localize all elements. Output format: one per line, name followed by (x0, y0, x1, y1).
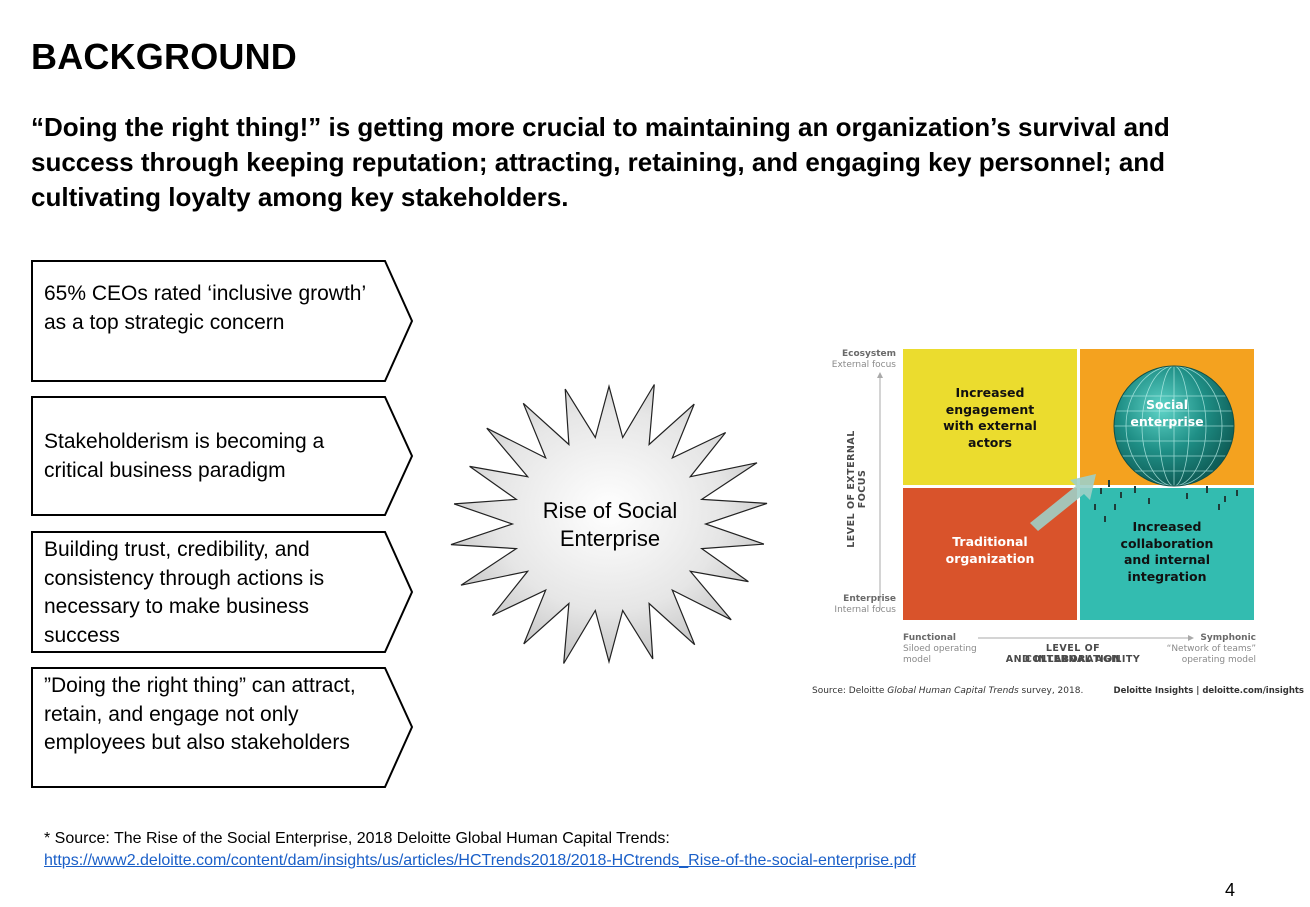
starburst-shape (450, 383, 768, 665)
matrix-source-suffix: survey, 2018. (1018, 686, 1084, 696)
point-text-4: ”Doing the right thing” can attract, ret… (44, 674, 356, 754)
quadrant-label-bottom-left: Traditional organization (945, 534, 1035, 566)
slide-title: BACKGROUND (31, 36, 297, 77)
x-axis-title-2: AND INTERNAL AGILITY (1005, 654, 1141, 665)
x-axis-arrowhead (1188, 635, 1194, 641)
matrix-source: Source: Deloitte Global Human Capital Tr… (812, 686, 1083, 696)
y-top-label: Ecosystem (841, 349, 896, 359)
matrix-brand: Deloitte Insights | deloitte.com/insight… (1113, 686, 1304, 696)
x-left-sublabel-2: model (903, 655, 932, 665)
quadrant-label-top-left: Increased engagement with external actor… (943, 385, 1037, 450)
quadrant-label-top-right: Social enterprise (1130, 397, 1204, 429)
y-axis-arrowhead (877, 372, 883, 378)
pentagon-arrow-shape (31, 667, 414, 788)
y-bottom-label: Enterprise (843, 594, 896, 604)
x-left-sublabel-1: Siloed operating (903, 644, 977, 654)
burst-label: Rise of Social Enterprise (542, 498, 678, 551)
x-axis-title-1: LEVEL OF COLLABORATION (1024, 643, 1122, 665)
quadrant-top-left (903, 349, 1077, 485)
y-axis-title: LEVEL OF EXTERNAL FOCUS (846, 430, 868, 548)
footnote-text: * Source: The Rise of the Social Enterpr… (44, 830, 670, 847)
point-box-4: ”Doing the right thing” can attract, ret… (31, 667, 415, 788)
social-enterprise-matrix: Increased engagement with external actor… (808, 340, 1308, 710)
slide-subtitle: “Doing the right thing!” is getting more… (31, 112, 1170, 212)
x-right-sublabel-2: operating model (1181, 655, 1256, 665)
point-text-2: Stakeholderism is becoming a critical bu… (44, 430, 325, 482)
x-right-sublabel-1: “Network of teams” (1166, 644, 1256, 654)
point-box-3: Building trust, credibility, and consist… (31, 531, 415, 653)
pentagon-arrow-shape (31, 531, 414, 653)
transition-arrow (1030, 474, 1096, 531)
point-box-1: 65% CEOs rated ‘inclusive growth’ as a t… (31, 260, 415, 382)
y-top-sublabel: External focus (831, 360, 896, 370)
quadrant-bottom-right (1080, 488, 1254, 620)
people-figures (1094, 480, 1238, 522)
page-number: 4 (1225, 880, 1236, 900)
point-text-1: 65% CEOs rated ‘inclusive growth’ as a t… (44, 282, 366, 334)
y-bottom-sublabel: Internal focus (834, 605, 896, 615)
pentagon-arrow-shape (31, 396, 414, 516)
pentagon-arrow-shape (31, 260, 414, 382)
x-left-label: Functional (903, 633, 956, 643)
footnote: * Source: The Rise of the Social Enterpr… (44, 828, 916, 872)
matrix-graphic (877, 349, 1254, 641)
matrix-source-prefix: Source: Deloitte (812, 686, 888, 696)
point-box-2: Stakeholderism is becoming a critical bu… (31, 396, 415, 516)
globe-icon (1113, 365, 1235, 487)
footnote-link[interactable]: https://www2.deloitte.com/content/dam/in… (44, 852, 916, 869)
matrix-source-italic: Global Human Capital Trends (887, 686, 1019, 696)
x-right-label: Symphonic (1200, 633, 1256, 643)
point-text-3: Building trust, credibility, and consist… (44, 538, 325, 647)
quadrant-label-bottom-right: Increased collaboration and internal int… (1120, 519, 1214, 584)
